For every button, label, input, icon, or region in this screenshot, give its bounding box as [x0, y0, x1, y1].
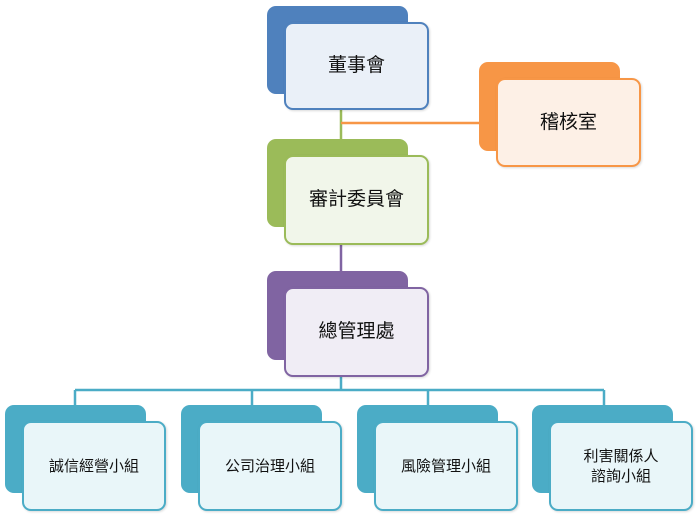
- risk-group-node-box: 風險管理小組: [374, 421, 518, 511]
- stakeholder-group-node: 利害關係人 諮詢小組: [532, 405, 693, 511]
- general-office-label: 總管理處: [318, 320, 395, 343]
- general-office-node-box: 總管理處: [284, 287, 429, 377]
- stakeholder-group-label: 利害關係人 諮詢小組: [583, 446, 659, 485]
- risk-group-node: 風險管理小組: [357, 405, 518, 511]
- integrity-group-node: 誠信經營小組: [5, 405, 166, 511]
- audit-committee-node: 審計委員會: [267, 139, 429, 245]
- governance-group-label: 公司治理小組: [224, 456, 315, 475]
- stakeholder-group-node-box: 利害關係人 諮詢小組: [549, 421, 693, 511]
- risk-group-label: 風險管理小組: [400, 456, 491, 475]
- audit-office-node: 稽核室: [479, 62, 641, 167]
- audit-committee-node-box: 審計委員會: [284, 155, 429, 245]
- board-label: 董事會: [327, 54, 385, 77]
- audit-office-label: 稽核室: [539, 110, 597, 133]
- integrity-group-node-box: 誠信經營小組: [22, 421, 166, 511]
- governance-group-node: 公司治理小組: [181, 405, 342, 511]
- audit-committee-label: 審計委員會: [308, 188, 404, 211]
- general-office-node: 總管理處: [267, 271, 429, 377]
- board-node: 董事會: [267, 6, 429, 110]
- board-node-box: 董事會: [284, 22, 429, 110]
- governance-group-node-box: 公司治理小組: [198, 421, 342, 511]
- integrity-group-label: 誠信經營小組: [48, 456, 139, 475]
- audit-office-node-box: 稽核室: [496, 78, 641, 167]
